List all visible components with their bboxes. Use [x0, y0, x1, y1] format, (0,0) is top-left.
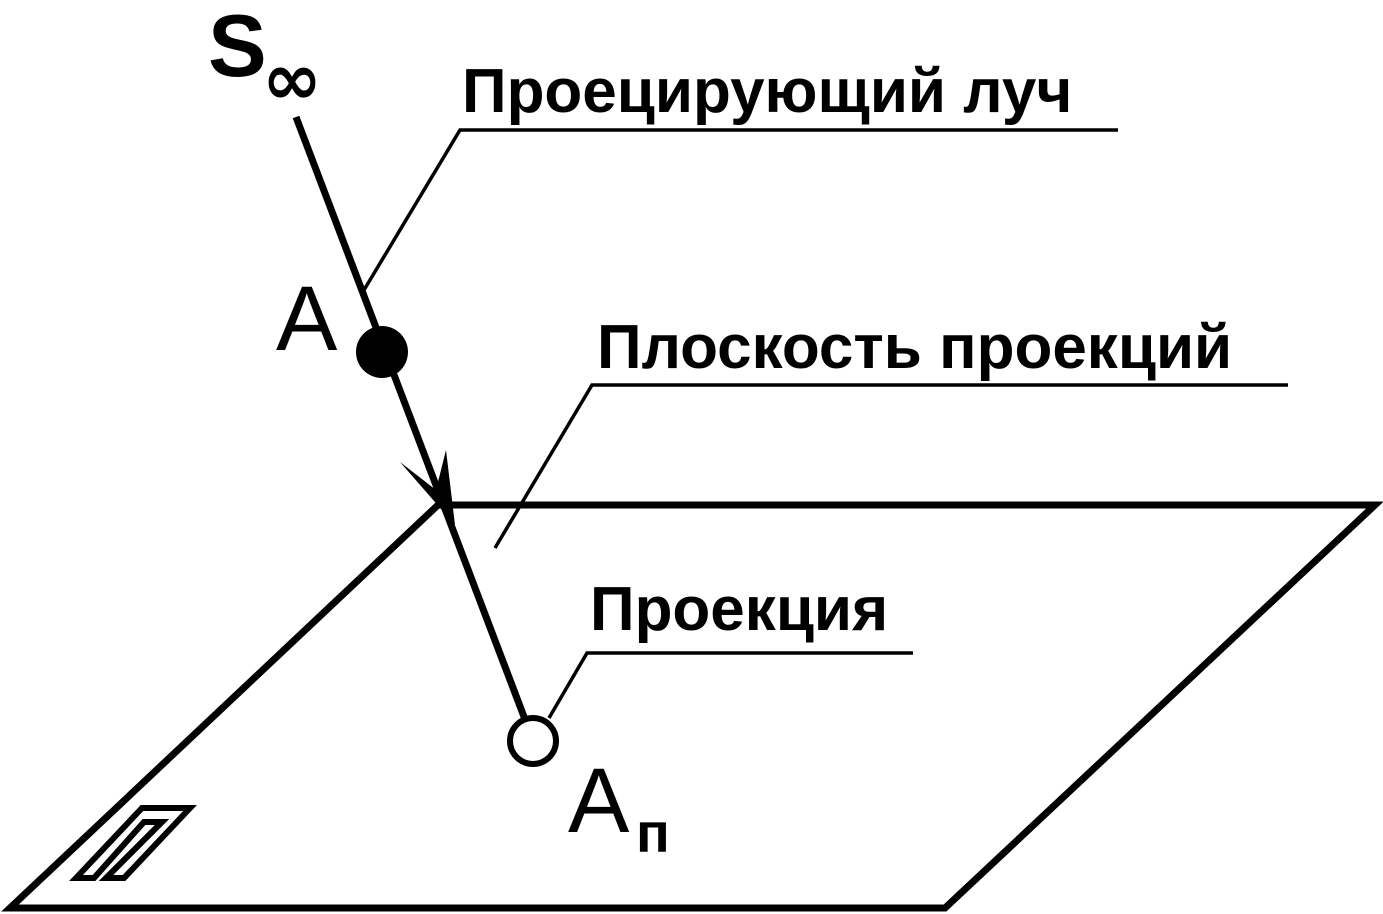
- projection-callout-text: Проекция: [590, 575, 888, 644]
- ray-leader-line: [362, 128, 1118, 291]
- source-subscript: ∞: [262, 37, 322, 121]
- projection-point-label: A: [568, 750, 630, 852]
- projection-point-marker: [507, 715, 559, 767]
- point-a-label: A: [276, 268, 338, 370]
- projection-point-subscript: п: [636, 801, 670, 864]
- projecting-ray: [292, 115, 530, 724]
- plane-symbol-glyph: [69, 805, 197, 881]
- projection-plane: [1, 501, 1383, 912]
- ray-callout-text: Проецирующий луч: [462, 57, 1072, 126]
- projection-leader-line: [547, 651, 913, 719]
- point-a-marker: [356, 326, 408, 378]
- ray-arrowhead: [400, 450, 455, 525]
- plane-callout-text: Плоскость проекций: [597, 313, 1232, 382]
- source-label: S: [208, 0, 267, 95]
- plane-leader-line: [493, 383, 1288, 549]
